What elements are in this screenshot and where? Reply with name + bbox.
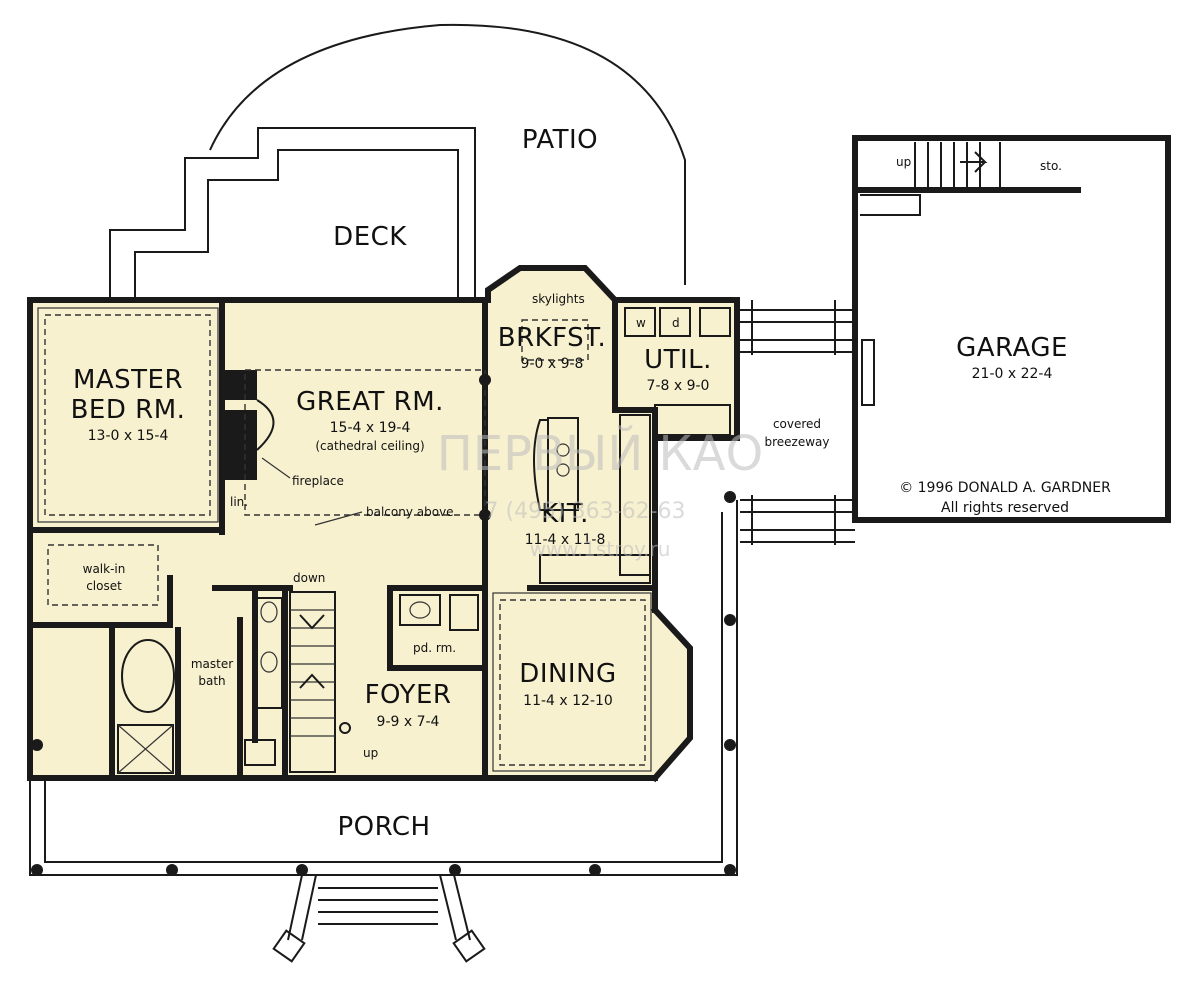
foyer-dims: 9-9 x 7-4 bbox=[377, 714, 440, 730]
foyer-stairs bbox=[289, 591, 351, 773]
patio-outline bbox=[209, 23, 686, 285]
master-bath-label-2: bath bbox=[198, 674, 225, 688]
fireplace-label: fireplace bbox=[292, 474, 344, 488]
washer-label: w bbox=[636, 316, 646, 330]
util-dims: 7-8 x 9-0 bbox=[647, 378, 710, 394]
master-bed-label-2: BED RM. bbox=[71, 395, 186, 425]
pd-rm-label: pd. rm. bbox=[413, 641, 456, 655]
balcony-leader bbox=[314, 511, 363, 526]
great-rm-note: (cathedral ceiling) bbox=[315, 439, 424, 453]
copyright-line-2: All rights reserved bbox=[941, 500, 1069, 516]
stair-up-label: up bbox=[363, 746, 378, 760]
kitchen-fixtures bbox=[533, 404, 731, 584]
house-floor bbox=[30, 268, 737, 778]
breezeway-label-1: covered bbox=[773, 417, 821, 431]
washer-dryer bbox=[624, 307, 731, 337]
kit-label: KIT. bbox=[541, 499, 589, 529]
ceiling-lines bbox=[37, 307, 652, 772]
porch-label: PORCH bbox=[337, 812, 430, 842]
copyright-line-1: © 1996 DONALD A. GARDNER bbox=[899, 480, 1111, 496]
front-steps bbox=[272, 874, 486, 963]
balcony-label: balcony above bbox=[366, 505, 454, 519]
garage-label: GARAGE bbox=[956, 333, 1068, 363]
deck-label: DECK bbox=[333, 222, 407, 252]
dryer-label: d bbox=[672, 316, 680, 330]
fireplace bbox=[225, 370, 275, 480]
great-rm-label: GREAT RM. bbox=[296, 387, 444, 417]
garage-dims: 21-0 x 22-4 bbox=[972, 366, 1053, 382]
brkfst-label: BRKFST. bbox=[498, 323, 607, 353]
garage-up-label: up bbox=[896, 155, 911, 169]
master-bed-label-1: MASTER bbox=[73, 365, 183, 395]
breezeway-label-2: breezeway bbox=[764, 435, 829, 449]
watermark-brand: ПЕРВЫЙ КАО bbox=[437, 425, 764, 482]
lin-label: lin. bbox=[230, 495, 248, 509]
patio-label: PATIO bbox=[522, 125, 598, 155]
master-bed-dims: 13-0 x 15-4 bbox=[88, 428, 169, 444]
porch-outline bbox=[29, 491, 738, 876]
walk-in-label-2: closet bbox=[86, 579, 122, 593]
dining-dims: 11-4 x 12-10 bbox=[523, 693, 613, 709]
walk-in-label-1: walk-in bbox=[83, 562, 126, 576]
foyer-label: FOYER bbox=[365, 680, 452, 710]
sto-label: sto. bbox=[1040, 159, 1062, 173]
watermark-phone: 7 (495) 363-62-63 bbox=[485, 499, 686, 524]
columns bbox=[479, 374, 491, 521]
great-rm-dims: 15-4 x 19-4 bbox=[330, 420, 411, 436]
dining-label: DINING bbox=[519, 659, 616, 689]
deck-outline bbox=[109, 127, 476, 300]
brkfst-dims: 9-0 x 9-8 bbox=[521, 356, 584, 372]
fireplace-leader bbox=[261, 457, 291, 479]
skylights-label: skylights bbox=[532, 292, 585, 306]
util-label: UTIL. bbox=[644, 345, 712, 375]
watermark-site: www.1stroy.ru bbox=[530, 537, 671, 561]
garage-walls bbox=[852, 135, 1171, 523]
down-label: down bbox=[293, 571, 325, 585]
interior-walls bbox=[27, 297, 658, 781]
bath-fixtures bbox=[117, 594, 479, 774]
kit-dims: 11-4 x 11-8 bbox=[525, 532, 606, 548]
master-bath-label-1: master bbox=[191, 657, 233, 671]
breezeway bbox=[740, 300, 855, 545]
